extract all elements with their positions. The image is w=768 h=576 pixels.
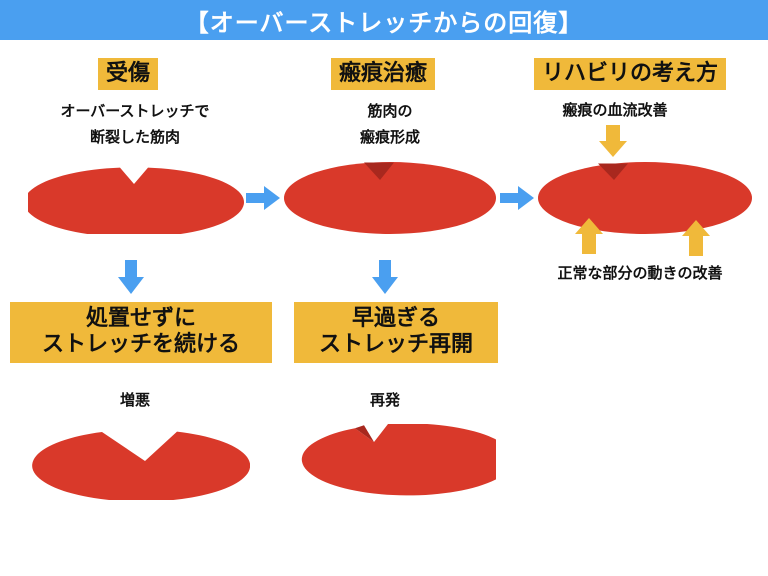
untreated-label-line-2: ストレッチを続ける — [41, 332, 240, 358]
title-bar: 【オーバーストレッチからの回復】 — [0, 0, 768, 40]
scar-tissue — [598, 163, 628, 180]
rehab-bottom-note: 正常な部分の動きの改善 — [557, 264, 723, 282]
early-label-line-1: 早過ぎる — [351, 306, 440, 331]
arrow-up-yellow-left — [575, 218, 603, 254]
healing-label: 瘢痕治癒 — [331, 58, 436, 91]
torn-muscle-illustration — [28, 167, 244, 234]
untreated-result: 増悪 — [119, 391, 150, 409]
injury-label: 受傷 — [98, 58, 159, 91]
scar-tissue — [355, 425, 374, 442]
scarred-muscle-illustration — [284, 162, 496, 234]
arrow-down-yellow — [599, 125, 627, 157]
worsened-muscle-shape — [32, 431, 250, 500]
early-label-line-2: ストレッチ再開 — [318, 332, 473, 358]
torn-muscle-shape — [28, 167, 244, 234]
untreated-label: 処置せずに ストレッチを続ける — [10, 302, 272, 363]
healing-desc-line-2: 瘢痕形成 — [359, 128, 420, 146]
injury-desc-line-2: 断裂した筋肉 — [89, 128, 180, 146]
early-label: 早過ぎる ストレッチ再開 — [294, 302, 498, 363]
arrow-down-1 — [118, 260, 144, 294]
rehab-top-note: 瘢痕の血流改善 — [562, 101, 668, 119]
arrow-right-1 — [246, 186, 280, 210]
worsened-muscle-illustration — [32, 431, 250, 500]
untreated-label-line-1: 処置せずに — [85, 306, 196, 331]
recovering-muscle-illustration — [538, 162, 752, 234]
arrow-right-2 — [500, 186, 534, 210]
reinjured-muscle-illustration — [301, 424, 496, 496]
injury-description: オーバーストレッチで 断裂した筋肉 — [20, 98, 250, 150]
scar-tissue — [364, 162, 394, 180]
arrow-down-2 — [372, 260, 398, 294]
early-result: 再発 — [369, 391, 400, 409]
healing-desc-line-1: 筋肉の — [367, 102, 413, 120]
injury-desc-line-1: オーバーストレッチで — [60, 102, 210, 120]
title-text: 【オーバーストレッチからの回復】 — [184, 8, 584, 37]
rehab-label: リハビリの考え方 — [534, 58, 727, 91]
reinjured-muscle-shape — [301, 424, 496, 496]
healing-description: 筋肉の 瘢痕形成 — [290, 98, 490, 150]
arrow-up-yellow-right — [682, 220, 710, 256]
